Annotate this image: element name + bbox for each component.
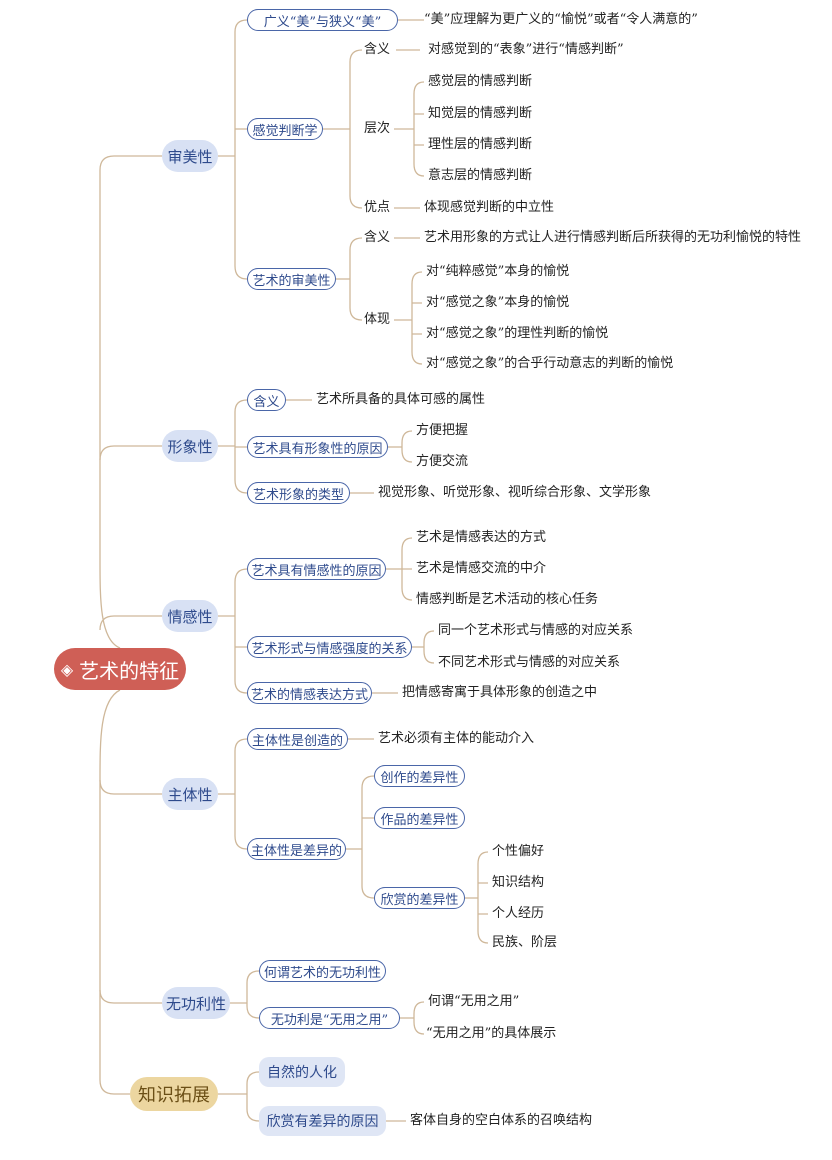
sense-meaning-text: 对感觉到的“表象”进行“情感判断”: [428, 42, 624, 57]
appreciation-item: 民族、阶层: [492, 935, 558, 950]
emotion-relation-item: 不同艺术形式与情感的对应关系: [438, 655, 621, 670]
appreciation-item: 知识结构: [492, 875, 545, 890]
emotion-expression-text: 把情感寄寓于具体形象的创造之中: [402, 685, 598, 700]
subjectivity-creative-text: 艺术必须有主体的能动介入: [378, 731, 535, 746]
emotion-reason-item: 艺术是情感交流的中介: [416, 561, 547, 576]
node-sense-judgment[interactable]: 感觉判断学: [247, 118, 323, 140]
node-subjectivity-creative[interactable]: 主体性是创造的: [247, 728, 348, 750]
useless-use-item: 何谓“无用之用”: [428, 994, 520, 1009]
node-art-aesthetic[interactable]: 艺术的审美性: [247, 268, 336, 290]
node-creation-difference[interactable]: 创作的差异性: [374, 765, 465, 787]
level-item: 知觉层的情感判断: [428, 106, 533, 121]
imagery-meaning-text: 艺术所具备的具体可感的属性: [316, 392, 486, 407]
sense-merit-label: 优点: [364, 200, 391, 215]
embody-item: 对“感觉之象”的合乎行动意志的判断的愉悦: [426, 356, 674, 371]
level-item: 理性层的情感判断: [428, 137, 533, 152]
node-emotion-relation[interactable]: 艺术形式与情感强度的关系: [247, 636, 412, 658]
level-item: 意志层的情感判断: [428, 168, 533, 183]
branch-emotion[interactable]: 情感性: [162, 600, 218, 632]
embody-item: 对“感觉之象”本身的愉悦: [426, 295, 570, 310]
node-work-difference[interactable]: 作品的差异性: [374, 807, 465, 829]
emotion-reason-item: 情感判断是艺术活动的核心任务: [416, 592, 599, 607]
level-item: 感觉层的情感判断: [428, 74, 533, 89]
branch-utility[interactable]: 无功利性: [162, 987, 230, 1019]
branch-aesthetic[interactable]: 审美性: [162, 140, 218, 172]
node-emotion-reasons[interactable]: 艺术具有情感性的原因: [247, 558, 386, 580]
node-subjectivity-different[interactable]: 主体性是差异的: [247, 838, 346, 860]
node-imagery-reasons[interactable]: 艺术具有形象性的原因: [247, 436, 388, 458]
broad-narrow-text: “美”应理解为更广义的“愉悦”或者“令人满意的”: [424, 12, 698, 27]
node-imagery-meaning[interactable]: 含义: [247, 389, 286, 411]
diamond-icon: ◈: [60, 659, 74, 679]
branch-extension[interactable]: 知识拓展: [130, 1077, 218, 1111]
appreciation-difference-reason-text: 客体自身的空白体系的召唤结构: [410, 1113, 593, 1128]
imagery-types-text: 视觉形象、听觉形象、视听综合形象、文学形象: [378, 485, 652, 500]
embody-item: 对“感觉之象”的理性判断的愉悦: [426, 326, 609, 341]
art-aesthetic-meaning-label: 含义: [364, 230, 391, 245]
node-appreciation-difference-reason[interactable]: 欣赏有差异的原因: [259, 1106, 386, 1136]
node-imagery-types[interactable]: 艺术形象的类型: [247, 482, 350, 504]
node-broad-narrow-beauty[interactable]: 广义“美”与狭义“美”: [247, 9, 398, 31]
node-appreciation-difference[interactable]: 欣赏的差异性: [374, 887, 465, 909]
emotion-relation-item: 同一个艺术形式与情感的对应关系: [438, 623, 634, 638]
appreciation-item: 个人经历: [492, 906, 545, 921]
node-useless-use[interactable]: 无功利是“无用之用”: [259, 1007, 400, 1029]
node-emotion-expression[interactable]: 艺术的情感表达方式: [247, 682, 372, 704]
appreciation-item: 个性偏好: [492, 844, 545, 859]
sense-meaning-label: 含义: [364, 42, 391, 57]
node-what-is-non-utility[interactable]: 何谓艺术的无功利性: [259, 960, 386, 982]
sense-levels-label: 层次: [364, 121, 391, 136]
art-aesthetic-embody-label: 体现: [364, 312, 391, 327]
root-node[interactable]: ◈ 艺术的特征: [54, 648, 186, 690]
imagery-reason-item: 方便把握: [416, 423, 469, 438]
branch-subjectivity[interactable]: 主体性: [162, 778, 218, 810]
root-label: 艺术的特征: [79, 658, 180, 683]
node-natural-humanization[interactable]: 自然的人化: [259, 1057, 345, 1087]
useless-use-item: “无用之用”的具体展示: [426, 1026, 557, 1041]
art-aesthetic-meaning-text: 艺术用形象的方式让人进行情感判断后所获得的无功利愉悦的特性: [424, 230, 802, 245]
sense-merit-text: 体现感觉判断的中立性: [424, 200, 555, 215]
embody-item: 对“纯粹感觉”本身的愉悦: [426, 264, 570, 279]
branch-imagery[interactable]: 形象性: [162, 430, 218, 462]
imagery-reason-item: 方便交流: [416, 454, 469, 469]
emotion-reason-item: 艺术是情感表达的方式: [416, 530, 547, 545]
